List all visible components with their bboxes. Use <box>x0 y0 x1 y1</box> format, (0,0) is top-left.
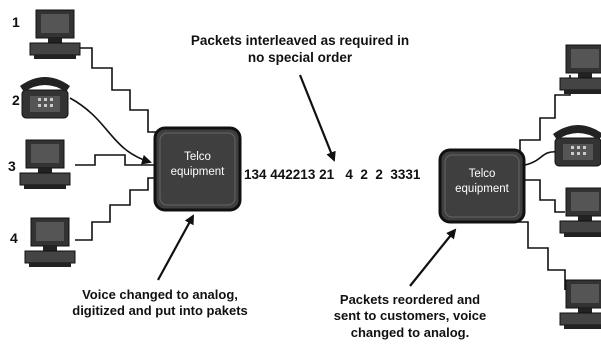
computer-icon <box>19 139 71 190</box>
telco-label-right: Telco equipment <box>455 168 509 195</box>
device-number-3: 3 <box>8 158 16 174</box>
right-caption: Packets reordered and sent to customers,… <box>333 292 487 340</box>
telephone-icon <box>19 76 71 119</box>
device-number-4: 4 <box>10 230 18 246</box>
line-right-3 <box>525 179 565 213</box>
line-device-3 <box>75 154 155 166</box>
line-device-1 <box>75 47 160 133</box>
packet-stream: 134 442213 21 4 2 2 3331 <box>244 167 421 182</box>
left-caption: Voice changed to analog, digitized and p… <box>72 287 248 319</box>
phone-arrow <box>69 97 152 165</box>
computer-icon <box>559 279 601 330</box>
arrow-right-caption <box>409 228 457 287</box>
telephone-icon <box>552 124 601 167</box>
telco-box-left <box>153 126 242 212</box>
arrow-title <box>298 74 336 162</box>
line-device-4 <box>75 177 160 241</box>
diagram-title: Packets interleaved as required in no sp… <box>190 33 410 65</box>
telco-label-left: Telco equipment <box>170 151 225 178</box>
arrow-left-caption <box>157 214 194 281</box>
telco-box-right <box>438 148 526 224</box>
computer-icon <box>29 9 81 60</box>
computer-icon <box>559 44 601 95</box>
line-right-1 <box>519 75 571 162</box>
computer-icon <box>559 187 601 238</box>
device-number-1: 1 <box>12 14 20 30</box>
device-number-2: 2 <box>12 92 20 108</box>
computer-icon <box>24 217 76 268</box>
